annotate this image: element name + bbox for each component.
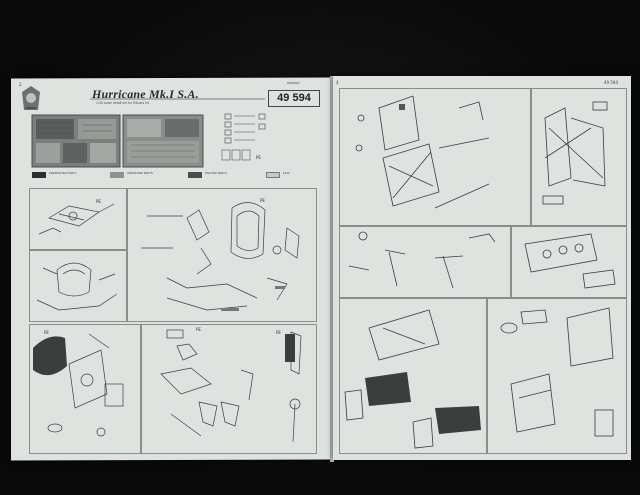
film-callout: PE — [256, 155, 261, 160]
seat-back-armor-diagram — [33, 333, 124, 437]
legend-swatch-painted — [188, 172, 202, 178]
step-panel-6 — [339, 88, 531, 226]
instrument-mount-diagram — [38, 203, 115, 235]
small-film-pieces — [221, 149, 251, 161]
control-column-diagram — [348, 231, 496, 289]
legend-item: PAINTED PARTS — [188, 171, 267, 178]
seat-armor-right-diagram — [344, 309, 481, 449]
rudder-pedals-diagram — [160, 329, 302, 443]
pe-callout: PE — [260, 198, 265, 203]
legend-swatch-unpainted — [110, 172, 124, 178]
seat-diagram — [36, 262, 118, 311]
legend-label: PREPAINTED PARTS — [49, 171, 77, 175]
page-number-right: 4 — [336, 80, 339, 85]
step-panel-5 — [141, 324, 317, 454]
step-panel-8 — [339, 226, 511, 298]
seat-assembly-diagram — [141, 202, 300, 311]
tools-icons-panel — [224, 113, 266, 144]
kit-title: Hurricane Mk.I S.A. — [92, 87, 199, 101]
eduard-logo-icon — [22, 86, 40, 110]
step-panel-2 — [127, 188, 317, 322]
kit-code-small-right: 49 594 — [604, 80, 618, 85]
photo-etch-fret-1 — [31, 114, 121, 168]
brand-name: eduard — [287, 80, 300, 85]
legend-swatch-film — [266, 172, 280, 178]
title-underline — [90, 98, 265, 100]
cockpit-frame-diagram — [355, 95, 490, 209]
page-number-left: 2 — [19, 82, 22, 87]
instrument-panel-diagram — [524, 233, 616, 289]
legend-swatch-prepainted — [32, 172, 46, 178]
legend-label: PAINTED PARTS — [205, 171, 227, 175]
step-panel-1 — [29, 188, 127, 250]
pe-callout: PE — [96, 199, 101, 204]
photo-etch-fret-2 — [122, 114, 204, 168]
page-fold — [330, 76, 334, 462]
step-panel-10 — [339, 298, 487, 454]
kit-code: 49 594 — [268, 90, 320, 107]
kit-subtitle: 1/48 scale detail set for Eduard kit — [96, 101, 149, 105]
legend-item: PREPAINTED PARTS — [32, 171, 111, 178]
side-frame-diagram — [542, 101, 608, 205]
legend-item: UNPAINTED PARTS — [110, 171, 189, 178]
legend-label: FILM — [283, 171, 290, 175]
pe-callout: PE — [196, 327, 201, 332]
step-panel-9 — [511, 226, 627, 298]
step-panel-3 — [29, 250, 127, 322]
legend-label: UNPAINTED PARTS — [127, 171, 153, 175]
pe-callout: PE — [276, 330, 281, 335]
pe-callout: PE — [44, 330, 49, 335]
step-panel-11 — [487, 298, 627, 454]
step-panel-7 — [531, 88, 627, 226]
step-panel-4 — [29, 324, 141, 454]
floor-panel-diagram — [500, 307, 614, 437]
legend-item: FILM — [266, 171, 345, 178]
